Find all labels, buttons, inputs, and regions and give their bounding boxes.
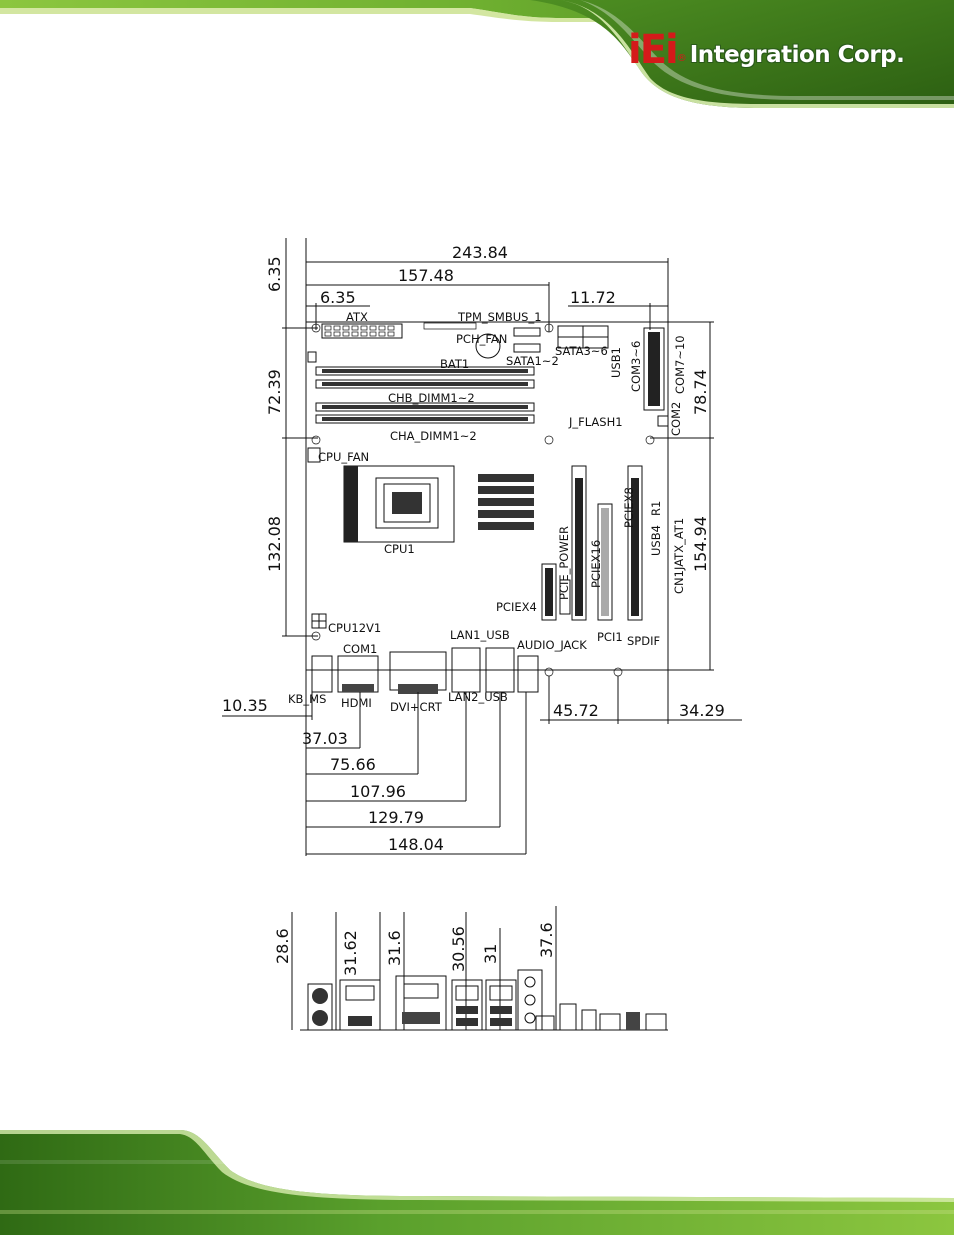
side-height-1: 28.6 [273,928,292,964]
footer-banner [0,1130,954,1235]
label-tpm-smbus: TPM_SMBUS_1 [457,310,542,324]
sata1-connector [513,327,541,337]
label-chb-dimm: CHB_DIMM1~2 [388,391,475,405]
side-height-6: 37.6 [537,922,556,958]
label-com2: COM2 [669,402,683,436]
dim-34-29: 34.29 [679,701,725,720]
label-com3-6: COM3~6 [629,341,643,392]
dim-148-04: 148.04 [388,835,444,854]
label-spdif: SPDIF [627,634,660,648]
side-height-5: 31 [481,944,500,964]
side-height-4: 30.56 [449,926,468,972]
logo-mark: iEi [628,27,679,73]
rear-panel-connectors [307,969,667,1031]
label-jatx-at1: JATX_AT1 [672,518,686,571]
dim-107-96: 107.96 [350,782,406,801]
label-cpu-fan: CPU_FAN [318,450,369,464]
company-logo: iEi ® Integration Corp. [628,27,905,73]
sata2-connector [513,343,541,353]
dim-75-66: 75.66 [330,755,376,774]
dim-157-48: 157.48 [398,266,454,285]
footer-swoosh [0,1130,954,1235]
label-j-flash: J_FLASH1 [568,415,623,429]
label-cha-dimm: CHA_DIMM1~2 [390,429,477,443]
label-usb1: USB1 [609,347,623,378]
dimm-slots [315,366,535,424]
dim-37-03: 37.03 [302,729,348,748]
label-cpu12v1: CPU12V1 [328,621,381,635]
dim-154-94: 154.94 [691,516,710,572]
cpu-fan-header [307,447,321,463]
label-bat1: BAT1 [440,357,469,371]
label-usb4: USB4 [649,525,663,556]
side-height-2: 31.62 [341,930,360,976]
dim-10-35: 10.35 [222,696,268,715]
logo-registered: ® [676,52,687,64]
label-pch-fan: PCH_FAN [456,332,507,346]
label-pci1: PCI1 [597,630,623,644]
dim-6-35-top: 6.35 [320,288,356,307]
dim-72-39: 72.39 [265,369,284,415]
label-com1: COM1 [343,642,377,656]
label-com7-10: COM7~10 [673,335,687,394]
label-lan1-usb: LAN1_USB [450,628,510,642]
atx-connector [321,323,403,339]
dim-132-08: 132.08 [265,516,284,572]
dim-129-79: 129.79 [368,808,424,827]
pciex8-slot [627,465,643,621]
label-kb-ms: KB_MS [288,692,326,706]
pciex4-slot [541,563,557,621]
dim-78-74: 78.74 [691,369,710,415]
dim-11-72: 11.72 [570,288,616,307]
label-cn1: CN1 [672,570,686,594]
label-sata3-6: SATA3~6 [555,344,608,358]
header-swoosh [0,0,954,112]
label-dvi-crt: DVI+CRT [390,700,443,714]
label-pciex16: PCIEX16 [589,540,603,588]
board-outline [305,321,669,671]
dim-6-35-left: 6.35 [265,256,284,292]
label-pciex4: PCIEX4 [496,600,537,614]
header-banner: iEi ® Integration Corp. [0,0,954,112]
label-pcie-power: PCIE_POWER [557,526,571,600]
side-view: 28.6 31.62 31.6 30.56 31 37.6 [273,906,668,1031]
pciex16-slot [571,465,587,621]
label-hdmi: HDMI [341,696,372,710]
side-height-3: 31.6 [385,930,404,966]
battery [475,333,501,359]
dim-45-72: 45.72 [553,701,599,720]
com-headers [643,327,665,411]
pci1-slot [597,503,613,621]
pch-heatsink [478,474,534,530]
label-pciex8: PCIEX8 [622,487,636,528]
logo-text: Integration Corp. [689,42,905,68]
label-r1: R1 [649,501,663,516]
top-view: 243.84 157.48 6.35 11.72 6.35 72.39 132.… [222,238,742,856]
dim-board-width: 243.84 [452,243,508,262]
label-atx: ATX [346,310,368,324]
label-audio-jack: AUDIO_JACK [517,638,587,652]
label-cpu1: CPU1 [384,542,415,556]
label-sata1-2: SATA1~2 [506,354,559,368]
label-lan2-usb: LAN2_USB [448,690,508,704]
